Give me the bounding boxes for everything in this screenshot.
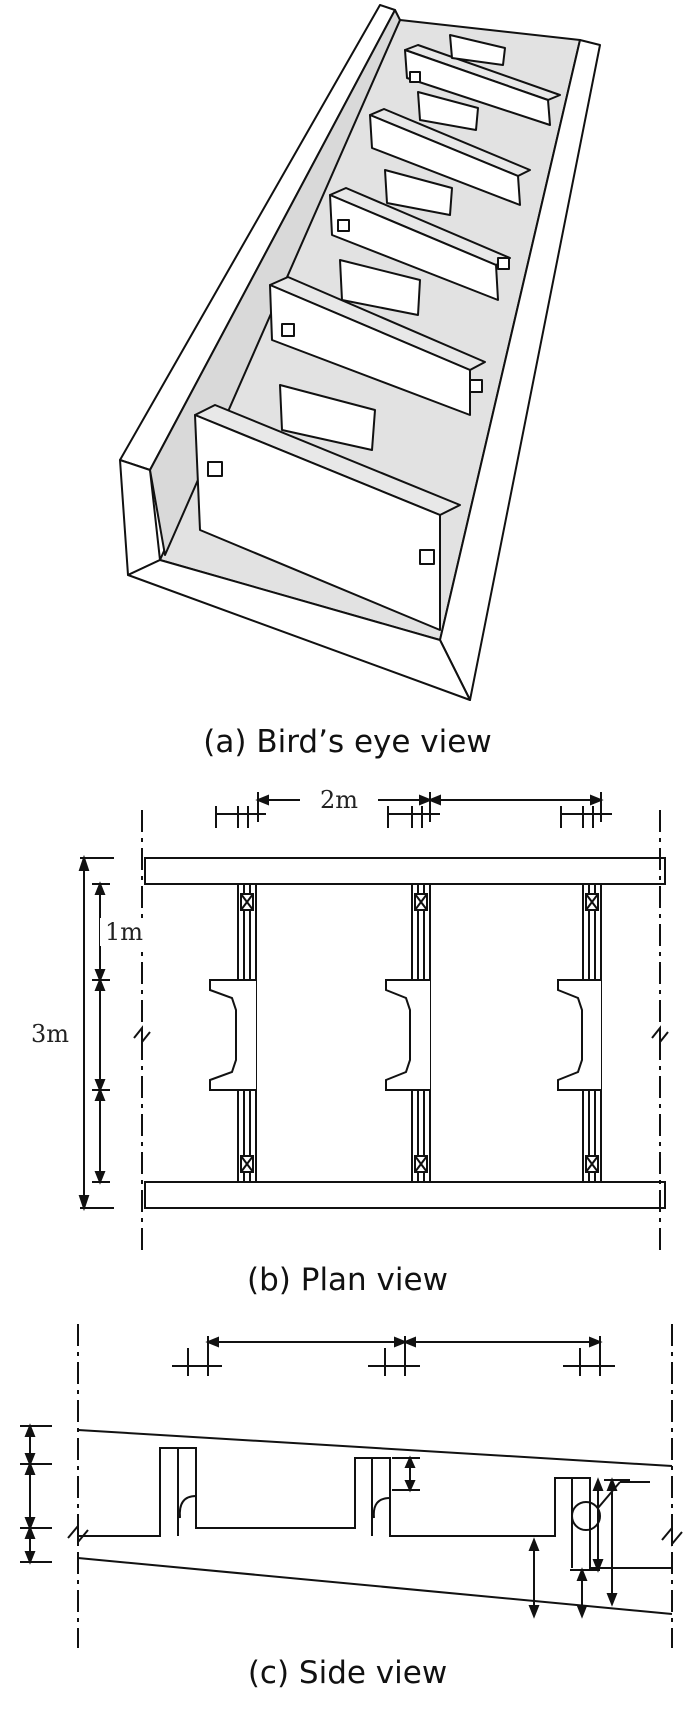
baffle-1 (194, 384, 461, 631)
baffle-3 (329, 169, 511, 301)
plan-bottom-wall (144, 1181, 666, 1209)
front-end-face (127, 559, 471, 701)
plan-baffle-2 (385, 883, 431, 1183)
caption-side-view: (c) Side view (247, 1655, 448, 1691)
plan-top-wall (144, 857, 666, 885)
plan-view-panel: 2m 3m 1m (0, 770, 695, 1260)
baffle-4 (369, 91, 531, 206)
plan-baffle-1 (209, 883, 257, 1183)
birds-eye-view-drawing (119, 4, 601, 701)
side-view-drawing (20, 1324, 683, 1648)
baffle-2 (269, 259, 486, 416)
dimension-width: 3m (31, 1020, 69, 1048)
dimension-step: 1m (105, 918, 143, 946)
plan-view-drawing: 2m 3m 1m (26, 784, 669, 1250)
dimension-spacing: 2m (320, 786, 358, 814)
caption-birds-eye-view: (a) Bird’s eye view (203, 724, 492, 760)
baffle-5 (404, 34, 561, 126)
side-view-panel (0, 1318, 695, 1648)
caption-plan-view: (b) Plan view (247, 1262, 448, 1298)
plan-baffle-3 (557, 883, 602, 1183)
birds-eye-view-panel (0, 0, 695, 720)
